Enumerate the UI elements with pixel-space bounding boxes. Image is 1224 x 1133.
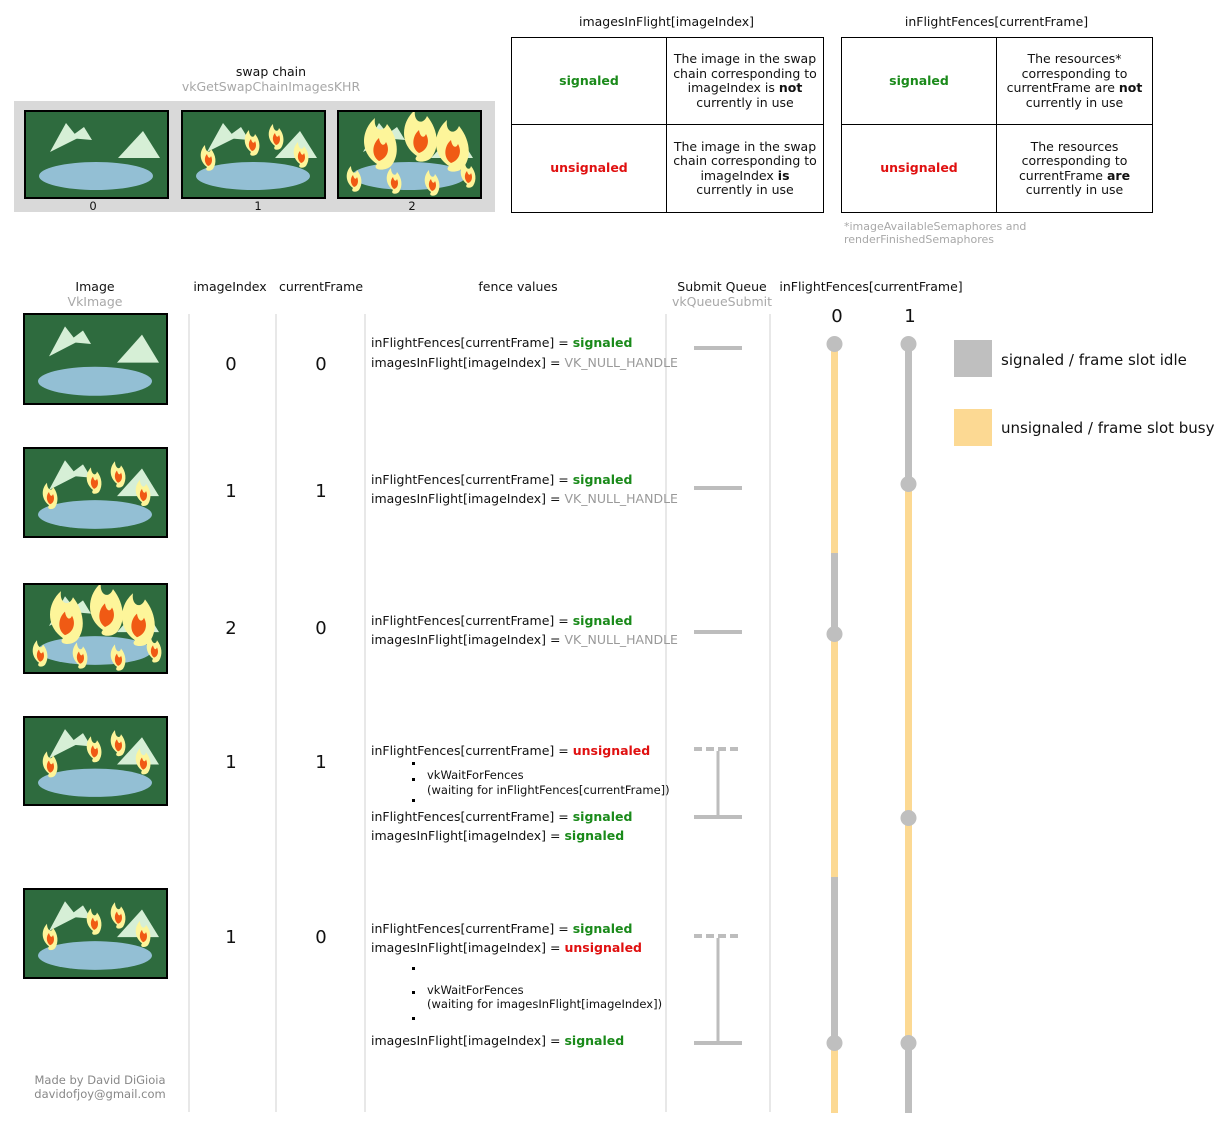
images-in-flight-table-title: imagesInFlight[imageIndex] [578,14,755,29]
row-3-fence-line-1: inFlightFences[currentFrame] = unsignale… [371,743,651,758]
col-header-image-index: imageIndex [193,279,267,294]
state-unsignaled: unsignaled [880,160,958,176]
desc-in-use: The resources corresponding to currentFr… [996,124,1153,213]
column-divider [665,314,667,1112]
swap-label-2: 2 [408,199,416,213]
column-divider [769,314,771,1112]
column-divider [188,314,190,1112]
row-1-fence-line-2: imagesInFlight[imageIndex] = VK_NULL_HAN… [371,491,678,506]
swap-image-0 [24,110,169,199]
legend-busy-label: unsignaled / frame slot busy [1001,419,1215,437]
col-header-submit-queue: Submit Queue [677,279,767,294]
column-divider [364,314,366,1112]
swap-chain-title: swap chain [235,64,307,79]
state-signaled: signaled [559,72,619,88]
row-4-current-frame: 0 [315,927,327,948]
row-0-image-index: 0 [225,354,237,375]
swap-label-0: 0 [89,199,97,213]
frame-slot-1-label: 1 [904,306,916,327]
col-header-image: Image [75,279,115,294]
wait-bullet [412,967,415,970]
column-divider [275,314,277,1112]
row-4-image-index: 1 [225,927,237,948]
credit-name: Made by David DiGioia [34,1073,166,1087]
row-image-2 [23,583,168,674]
col-header-fence-values: fence values [478,279,558,294]
row-3-current-frame: 1 [315,752,327,773]
frame-slot-0-timeline [826,336,843,1113]
swap-image-2 [337,110,482,199]
row-image-3 [23,716,168,806]
legend-idle-swatch [954,340,992,377]
col-header-submit-queue-sub: vkQueueSubmit [671,294,773,309]
row-2-fence-line-2: imagesInFlight[imageIndex] = VK_NULL_HAN… [371,632,678,647]
row-2-fence-line-1: inFlightFences[currentFrame] = signaled [371,613,633,628]
in-flight-fences-table-title: inFlightFences[currentFrame] [904,14,1089,29]
swap-chain-panel [14,101,495,212]
wait-bullet [412,762,415,765]
row-image-1 [23,447,168,538]
wait-bullet [412,1017,415,1020]
frame-slot-1-timeline [900,336,917,1113]
wait-bullet [412,778,415,781]
desc-in-use: The image in the swap chain correspondin… [666,124,824,213]
state-unsignaled: unsignaled [550,160,628,176]
row-4-wait-detail: (waiting for imagesInFlight[imageIndex]) [427,997,663,1011]
row-0-fence-line-2: imagesInFlight[imageIndex] = VK_NULL_HAN… [371,355,678,370]
state-signaled: signaled [889,72,949,88]
legend-idle-label: signaled / frame slot idle [1001,351,1187,369]
col-header-in-flight-fences: inFlightFences[currentFrame] [779,279,963,294]
row-0-fence-line-1: inFlightFences[currentFrame] = signaled [371,335,633,350]
legend-busy-swatch [954,409,992,446]
desc-not-in-use: The resources* corresponding to currentF… [996,37,1153,125]
row-1-fence-line-1: inFlightFences[currentFrame] = signaled [371,472,633,487]
in-flight-fences-table: signaled The resources* corresponding to… [841,37,1153,213]
row-1-image-index: 1 [225,481,237,502]
row-image-4 [23,888,168,979]
row-4-fence-line-1: inFlightFences[currentFrame] = signaled [371,921,633,936]
row-3-fence-line-3: inFlightFences[currentFrame] = signaled [371,809,633,824]
row-2-current-frame: 0 [315,618,327,639]
row-3-fence-line-4: imagesInFlight[imageIndex] = signaled [371,828,625,843]
row-image-0 [23,313,168,405]
row-0-current-frame: 0 [315,354,327,375]
wait-bullet [412,991,415,994]
row-3-wait-call: vkWaitForFences [427,768,524,782]
col-header-current-frame: currentFrame [278,279,364,294]
row-4-wait-call: vkWaitForFences [427,983,524,997]
wait-bullet [412,799,415,802]
swap-chain-subtitle: vkGetSwapChainImagesKHR [181,79,361,94]
frame-slot-0-label: 0 [831,306,843,327]
row-4-fence-line-3: imagesInFlight[imageIndex] = signaled [371,1033,625,1048]
swap-image-1 [181,110,326,199]
row-3-wait-detail: (waiting for inFlightFences[currentFrame… [427,783,670,797]
credit-email: davidofjoy@gmail.com [34,1087,166,1101]
row-2-image-index: 2 [225,618,237,639]
swap-label-1: 1 [254,199,262,213]
row-4-fence-line-2: imagesInFlight[imageIndex] = unsignaled [371,940,642,955]
row-3-image-index: 1 [225,752,237,773]
row-1-current-frame: 1 [315,481,327,502]
images-in-flight-table: signaled The image in the swap chain cor… [511,37,824,213]
col-header-image-sub: VkImage [67,294,123,309]
table-footnote: *imageAvailableSemaphores and renderFini… [844,220,1027,246]
